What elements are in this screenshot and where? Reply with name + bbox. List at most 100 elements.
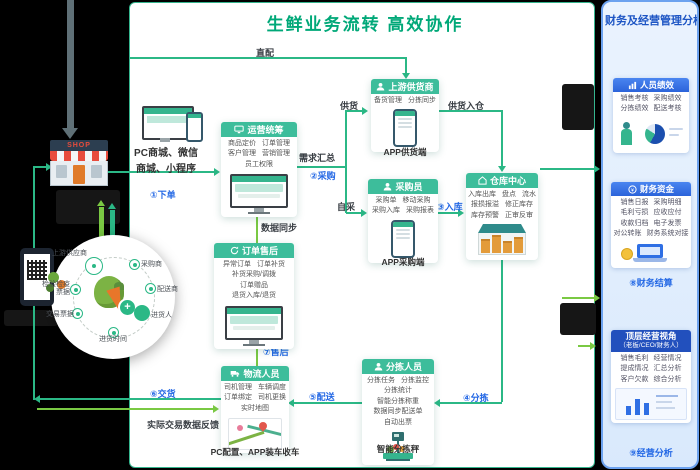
carrot-top-icon: [114, 282, 124, 290]
label-feedback: 实际交易数据反馈: [147, 420, 220, 430]
label-caigou: ②采购: [310, 171, 336, 181]
label-zhipei: 直配: [256, 48, 275, 58]
shop-sign: SHOP: [50, 140, 108, 151]
truck-icon: [231, 371, 240, 377]
store-icon: SHOP: [50, 140, 108, 188]
ops-screen-icon: [230, 174, 288, 215]
label-peisong: ⑤配送: [309, 392, 335, 402]
map-icon: [228, 418, 282, 451]
monitor-icon: [234, 125, 245, 134]
ticket-dot-icon: [72, 308, 83, 319]
supply-in-arrowhead-icon: [498, 166, 506, 172]
dispatch-arrowhead-icon: [288, 399, 294, 407]
supplier-app-icon: [393, 109, 417, 148]
mobile-phone-icon: [186, 112, 203, 142]
line-to-shop: [34, 166, 47, 168]
svg-text:¥: ¥: [631, 187, 634, 193]
supply-line: [346, 110, 364, 112]
buyer-caption: APP采购端: [381, 257, 425, 267]
arrowhead-to-shop-icon: [46, 163, 52, 171]
sorting-drop-line: [501, 255, 503, 402]
sidebar-link-3-arrowhead-icon: [590, 342, 596, 350]
node-warehouse: 仓库中心 入库出库盘点 流水报损报溢 修正库存库存预警 正审反审: [466, 173, 538, 261]
home-icon: [478, 176, 487, 185]
buyer-dot-icon: [129, 259, 140, 270]
node-buyer: 采购员 采购单移动采购 采购入库采购报表: [368, 179, 438, 263]
demand-line: [297, 166, 345, 168]
logistics-caption: PC配置、APP装车收车: [210, 447, 300, 457]
card-executive-view: 顶层经营视角 （老板/CEO/财务人） 销售毛利经营情况 提成情况汇总分析 客户…: [611, 330, 691, 424]
selfbuy-line: [346, 212, 363, 214]
trace-label: 配送商: [157, 286, 178, 293]
order-line: [106, 171, 216, 173]
vegetables-graphic: +: [92, 274, 137, 320]
person-icon: [374, 362, 383, 371]
feedback-arrowhead-icon: [213, 405, 219, 413]
performance-illustration: [617, 118, 685, 150]
time-dot-icon: [108, 327, 119, 338]
sorter-caption: 智能分拣秤: [376, 444, 420, 454]
dashboard-illustration: [615, 388, 687, 421]
label-ruku: ③入库: [437, 202, 463, 212]
feedback-line: [37, 408, 215, 410]
supply-in-drop: [501, 110, 503, 167]
person-icon: [377, 82, 385, 91]
delivery-line: [37, 398, 222, 400]
label-xuqiu: 需求汇总: [299, 153, 336, 163]
node-sorter: 分拣人员 分拣任务分拣监控 分拣统计智能分拣称重 数据同步配送单自动出票: [362, 359, 434, 465]
finance-caption: ⑧财务结算: [629, 278, 673, 288]
obscured-label: [4, 310, 58, 326]
shop-circle-link-2: [110, 210, 115, 243]
inbound-arrowhead-icon: [458, 209, 464, 217]
link1-arrowhead-icon: [97, 200, 105, 206]
node-supplier: 上游供货商 备货管理分拣同步: [371, 79, 439, 153]
traceability-ring: [73, 257, 155, 339]
chart-icon: [628, 81, 637, 89]
zhipei-drop-line: [405, 57, 407, 73]
node-aftersale: 订单售后 异常订单订单补货 补货采购/调拨订单赠品 退货入库/退货: [214, 243, 294, 349]
sorting-line: [438, 402, 502, 404]
executive-caption: ⑨经营分析: [629, 448, 673, 458]
top-gray-arrowhead-icon: [62, 128, 78, 139]
label-xiadan: ①下单: [150, 190, 176, 200]
label-tongbu: 数据同步: [261, 223, 298, 233]
inbound-line: [438, 212, 460, 214]
label-zicai: 自采: [337, 202, 356, 212]
smart-scale-icon: [383, 431, 413, 462]
delivery-arrowhead-icon: [34, 395, 40, 403]
aftersale-screen-icon: [225, 305, 283, 346]
buyer-app-icon: [391, 219, 415, 258]
shop-awning: [50, 151, 108, 161]
trace-label: 交易票据: [46, 311, 74, 318]
shop-door: [73, 165, 85, 184]
refresh-icon: [230, 246, 239, 255]
label-fenjian: ④分拣: [463, 393, 489, 403]
supply-arrowhead-icon: [362, 107, 368, 115]
shop-circle-link-1: [99, 207, 104, 243]
dispatch-line: [292, 402, 362, 404]
finance-illustration: [615, 242, 687, 266]
trace-label: 采购商: [141, 261, 162, 268]
sidebar-title: 财务及经营管理分析: [605, 15, 697, 27]
qr-code-icon: [27, 260, 47, 280]
supply-in-line: [439, 110, 501, 112]
supplier-dot-icon: [85, 257, 103, 275]
selfbuy-arrowhead-icon: [361, 209, 367, 217]
quarantine-dot-icon: [70, 284, 81, 295]
sorting-arrowhead-icon: [434, 399, 440, 407]
pc-mall-label: PC商城、微信 商城、小程序: [134, 148, 198, 175]
supplier-caption: APP供货端: [383, 147, 427, 157]
label-shouhou: ⑦售后: [263, 347, 289, 357]
sidebar-link-1: [540, 168, 596, 170]
sidebar-link-2-arrowhead-icon: [594, 294, 600, 302]
trace-label: 检验检疫票据: [42, 281, 70, 297]
label-gonghuo: 供货: [340, 101, 359, 111]
vegetable-icon: [57, 280, 66, 289]
pie-chart-icon: [645, 123, 665, 144]
trace-label: 进货人: [151, 312, 172, 319]
person-dot-icon: [134, 305, 150, 321]
order-arrowhead-icon: [214, 168, 220, 176]
vegetable-icon: [46, 284, 54, 292]
pc-monitor-icon: [142, 106, 194, 140]
